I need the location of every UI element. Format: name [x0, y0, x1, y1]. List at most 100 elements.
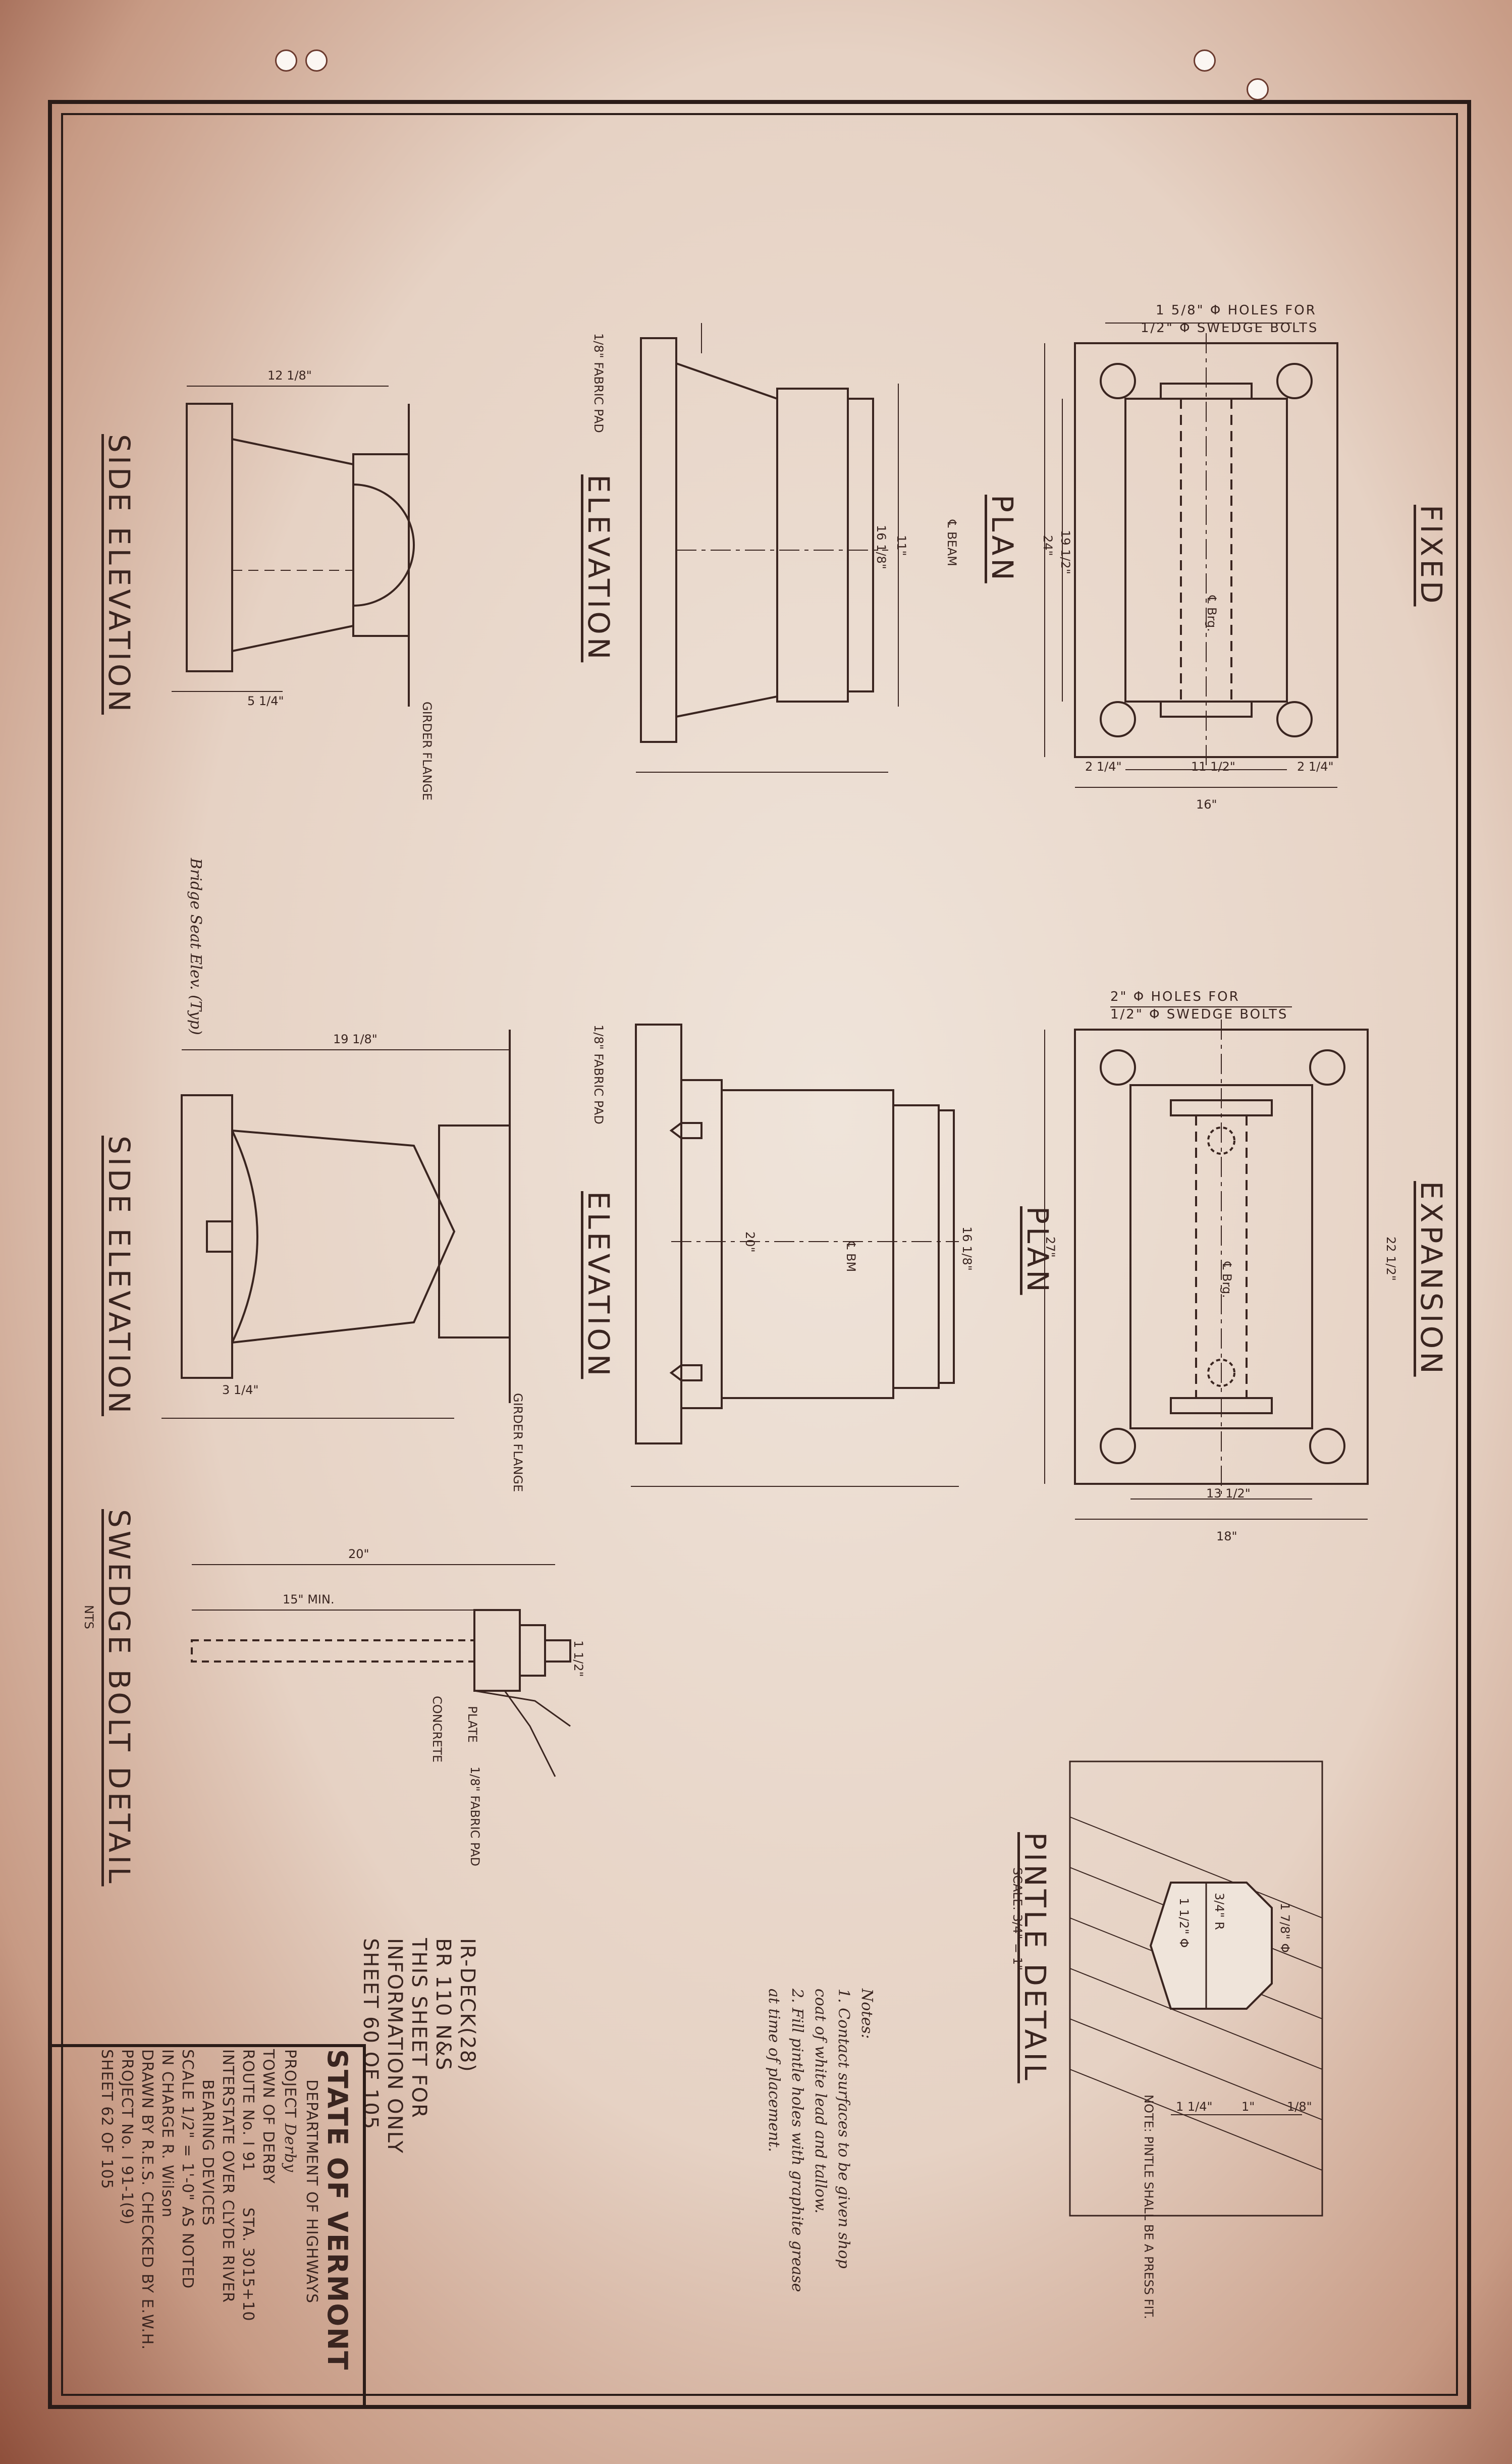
- fixed-holes-callout-1: 1 5/8" Φ HOLES FOR: [1156, 303, 1317, 318]
- pintle-detail-drawing: [1069, 1760, 1323, 2217]
- fixed-elev-dim-a: 16 1/8": [874, 525, 888, 569]
- town-value: DERBY: [259, 2131, 277, 2184]
- expansion-beam-centerline: ℄ BM: [844, 1242, 858, 1272]
- concrete-callout: CONCRETE: [430, 1696, 444, 1763]
- information-stamp: IR-DECK(28) BR 110 N&S THIS SHEET FOR IN…: [358, 1938, 479, 2154]
- project-number-value: I 91-1(9): [118, 2155, 136, 2225]
- fixed-elevation-title: ELEVATION: [581, 474, 616, 663]
- title-block-text: STATE OF VERMONT DEPARTMENT OF HIGHWAYS …: [96, 2049, 353, 2371]
- project-value: Derby: [281, 2123, 299, 2173]
- fixed-plan-title: PLAN: [985, 495, 1019, 583]
- route-label: ROUTE No.: [239, 2049, 257, 2136]
- expansion-plan-length: 27": [1043, 1237, 1057, 1258]
- sheet-total-value: 105: [98, 2159, 116, 2189]
- scale-row: SCALE 1/2" = 1'-0" AS NOTED: [177, 2049, 197, 2371]
- expansion-elev-dim-a: 16 1/8": [960, 1226, 974, 1271]
- notes-heading: Notes:: [858, 1989, 876, 2039]
- drawn-row: DRAWN BY R.E.S. CHECKED BY E.W.H.: [137, 2049, 157, 2371]
- drawn-label: DRAWN BY: [138, 2049, 156, 2134]
- checked-value: E.W.H.: [138, 2298, 156, 2350]
- fabric-pad-callout-2: 1/8" FABRIC PAD: [591, 1025, 606, 1124]
- fixed-plan-width: 16": [1196, 797, 1217, 812]
- sheet-label: SHEET: [98, 2049, 116, 2101]
- swedge-bolt-drawing: [191, 1564, 571, 1777]
- fixed-plan-length: 24": [1041, 535, 1055, 556]
- fixed-plan-inner-length: 19 1/2": [1058, 530, 1072, 574]
- fabric-pad-callout-1: 1/8" FABRIC PAD: [591, 333, 606, 433]
- fixed-elev-dim-b: 11": [894, 535, 908, 556]
- town-label: TOWN OF: [259, 2049, 277, 2126]
- pintle-dim-f: 1 1/2" Φ: [1177, 1898, 1191, 1948]
- girder-flange-callout-2: GIRDER FLANGE: [511, 1393, 525, 1492]
- expansion-plan-width: 18": [1216, 1529, 1237, 1543]
- location-line: INTERSTATE OVER CLYDE RIVER: [219, 2049, 237, 2304]
- expansion-elev-dim-b: 20": [743, 1231, 757, 1253]
- notes-block: Notes: 1. Contact surfaces to be given s…: [762, 1989, 878, 2292]
- girder-flange-callout-1: GIRDER FLANGE: [420, 702, 434, 801]
- sheet-of-label: OF: [98, 2132, 116, 2154]
- expansion-plan-inner-length: 22 1/2": [1384, 1237, 1398, 1281]
- drawing-border-inner: [61, 113, 1458, 2396]
- stamp-line: THIS SHEET FOR: [407, 1938, 430, 2119]
- notes-line: coat of white lead and tallow.: [812, 1989, 829, 2214]
- checked-label: CHECKED BY: [138, 2191, 156, 2293]
- project-row: PROJECT Derby: [278, 2049, 301, 2371]
- expansion-elevation-title: ELEVATION: [581, 1191, 616, 1379]
- state-name: STATE OF VERMONT: [321, 2049, 353, 2371]
- fixed-plan-edge-b: 2 1/4": [1297, 760, 1334, 774]
- fixed-plan-centerline: ℄ Brg.: [1205, 596, 1219, 632]
- expansion-title: EXPANSION: [1414, 1181, 1448, 1377]
- fixed-side-elevation-title: SIDE ELEVATION: [102, 434, 136, 715]
- pintle-dim-c: 1/8": [1287, 2100, 1312, 2114]
- route-value: I 91: [239, 2141, 257, 2172]
- scale-value: 1/2" = 1'-0" AS NOTED: [179, 2105, 196, 2289]
- swedge-bolt-scale: NTS: [82, 1605, 96, 1629]
- punch-hole: [1247, 78, 1269, 100]
- in-charge-label: IN CHARGE: [158, 2049, 176, 2138]
- scale-label: SCALE: [179, 2049, 196, 2101]
- punch-hole: [305, 49, 328, 72]
- pintle-dim-b: 1": [1241, 2100, 1255, 2114]
- title-block: [48, 2044, 366, 2409]
- stamp-line: IR-DECK(28): [456, 1938, 479, 2073]
- expansion-side-elevation-title: SIDE ELEVATION: [102, 1136, 136, 1416]
- fabric-pad-callout-3: 1/8" FABRIC PAD: [468, 1766, 482, 1866]
- swedge-bolt-diameter: 1 1/2": [571, 1640, 585, 1677]
- pintle-dim-d: 3/4" R: [1212, 1893, 1226, 1930]
- pintle-detail-scale: SCALE: 3/4" = 1": [1010, 1867, 1024, 1970]
- pintle-dim-a: 1 1/4": [1176, 2100, 1213, 2114]
- fixed-side-elevation-drawing: [172, 386, 415, 707]
- expansion-side-base: 3 1/4": [222, 1383, 259, 1397]
- in-charge-value: R. Wilson: [158, 2144, 176, 2218]
- fixed-plan-inner: 11 1/2": [1191, 760, 1235, 774]
- punch-hole: [1194, 49, 1216, 72]
- drawing-border: [48, 100, 1471, 2409]
- expansion-side-elevation-drawing: [161, 1030, 511, 1419]
- town-row: TOWN OF DERBY: [258, 2049, 278, 2371]
- bridge-seat-callout: Bridge Seat Elev. (Typ): [187, 858, 204, 1035]
- swedge-bolt-length: 20": [348, 1547, 369, 1561]
- subject-line: BEARING DEVICES: [199, 2079, 217, 2226]
- plate-callout: PLATE: [465, 1706, 479, 1743]
- sheet-row: SHEET 62 OF 105: [96, 2049, 117, 2371]
- stamp-line: BR 110 N&S: [431, 1938, 455, 2071]
- stamp-line: INFORMATION ONLY: [383, 1938, 406, 2154]
- drawn-value: R.E.S.: [138, 2139, 156, 2186]
- pintle-dim-e: 1 7/8" Φ: [1278, 1903, 1292, 1953]
- expansion-plan-drawing: [1044, 1006, 1369, 1520]
- sheet-value: 62: [98, 2106, 116, 2127]
- station-value: 3015+10: [239, 2247, 257, 2322]
- fixed-plan-drawing: [1044, 323, 1338, 788]
- fixed-elevation-drawing: [636, 323, 899, 773]
- notes-line: 2. Fill pintle holes with graphite greas…: [788, 1989, 806, 2292]
- expansion-elevation-drawing: [631, 1024, 959, 1487]
- expansion-side-width: 19 1/8": [333, 1032, 377, 1046]
- fixed-beam-centerline: ℄ BEAM: [945, 520, 959, 566]
- expansion-holes-callout-2: 1/2" Φ SWEDGE BOLTS: [1110, 1007, 1288, 1022]
- project-number-row: PROJECT No. I 91-1(9): [117, 2049, 137, 2371]
- in-charge-row: IN CHARGE R. Wilson: [157, 2049, 177, 2371]
- project-label: PROJECT: [281, 2049, 299, 2118]
- punch-hole: [275, 49, 297, 72]
